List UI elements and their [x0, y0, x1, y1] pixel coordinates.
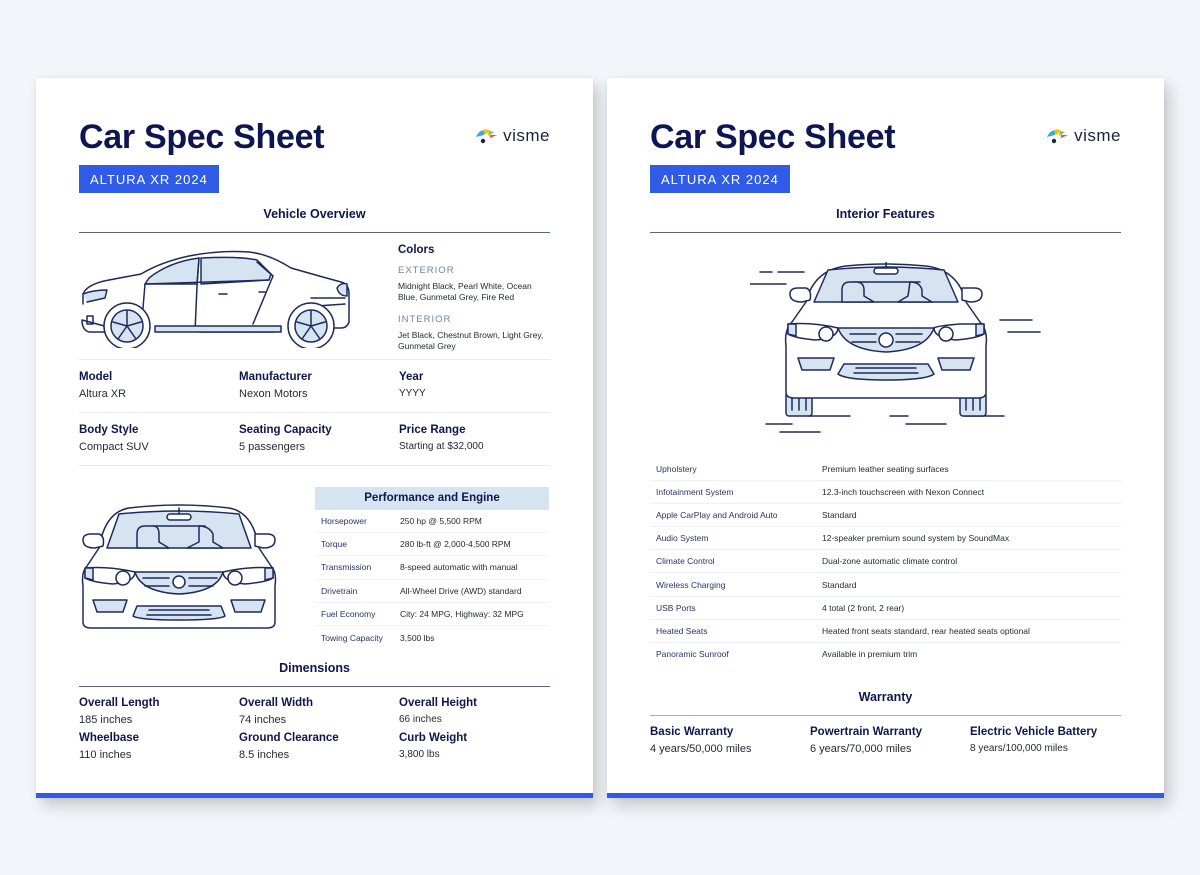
divider: [650, 715, 1121, 716]
dimensions-row-2: Wheelbase 110 inches Ground Clearance 8.…: [79, 732, 550, 761]
car-front-illustration: [79, 502, 279, 634]
interior-features-table: Upholstery Premium leather seating surfa…: [650, 458, 1121, 666]
interior-label: INTERIOR: [398, 314, 452, 325]
table-row: Horsepower 250 hp @ 5,500 RPM: [315, 510, 549, 534]
car-front-motion-illustration: [750, 262, 1050, 434]
exterior-colors: Midnight Black, Pearl White, Ocean Blue,…: [398, 281, 532, 302]
model-badge: ALTURA XR 2024: [79, 165, 219, 193]
logo-text: visme: [1074, 126, 1121, 145]
field-body-style: Body Style Compact SUV: [79, 424, 149, 453]
colors-heading: Colors: [398, 244, 435, 256]
table-row: Infotainment System 12.3-inch touchscree…: [650, 481, 1121, 505]
field-overall-height: Overall Height 66 inches: [399, 697, 477, 725]
table-row: Wireless Charging Standard: [650, 573, 1121, 597]
field-year: Year YYYY: [399, 371, 426, 399]
page-title: Car Spec Sheet: [79, 118, 325, 156]
spec-sheet-page-2: Car Spec Sheet visme ALTURA XR 2024 Inte…: [607, 78, 1164, 798]
table-row: Drivetrain All-Wheel Drive (AWD) standar…: [315, 580, 549, 603]
section-title-interior-features: Interior Features: [836, 207, 935, 221]
field-model: Model Altura XR: [79, 371, 127, 400]
car-side-illustration: [79, 244, 351, 348]
divider: [79, 412, 550, 413]
table-row: Towing Capacity 3,500 lbs: [321, 632, 435, 643]
table-row: Climate Control Dual-zone automatic clim…: [650, 550, 1121, 574]
performance-table: Performance and Engine Horsepower 250 hp…: [315, 487, 549, 649]
overview-row-2: Body Style Compact SUV Seating Capacity …: [79, 424, 550, 453]
exterior-label: EXTERIOR: [398, 265, 455, 276]
visme-logo-icon: [476, 129, 498, 144]
warranty-row: Basic Warranty 4 years/50,000 miles Powe…: [650, 726, 1121, 755]
visme-logo-icon: [1047, 129, 1069, 144]
field-overall-width: Overall Width 74 inches: [239, 697, 314, 726]
field-wheelbase: Wheelbase 110 inches: [79, 732, 140, 761]
field-powertrain-warranty: Powertrain Warranty 6 years/70,000 miles: [810, 726, 923, 755]
field-manufacturer: Manufacturer Nexon Motors: [239, 371, 312, 400]
model-badge: ALTURA XR 2024: [650, 165, 790, 193]
field-seating-capacity: Seating Capacity 5 passengers: [239, 424, 332, 453]
table-row: USB Ports 4 total (2 front, 2 rear): [650, 597, 1121, 620]
dimensions-row-1: Overall Length 185 inches Overall Width …: [79, 697, 550, 726]
spec-sheet-page-1: Car Spec Sheet visme ALTURA XR 2024 Vehi…: [36, 78, 593, 798]
divider: [79, 359, 550, 360]
field-ground-clearance: Ground Clearance 8.5 inches: [239, 732, 339, 761]
field-overall-length: Overall Length 185 inches: [79, 697, 160, 726]
section-title-vehicle-overview: Vehicle Overview: [263, 207, 366, 221]
table-row: Panoramic Sunroof Available in premium t…: [656, 649, 918, 660]
logo-text: visme: [503, 126, 550, 145]
field-price-range: Price Range Starting at $32,000: [399, 424, 484, 452]
section-title-warranty: Warranty: [858, 690, 913, 704]
field-curb-weight: Curb Weight 3,800 lbs: [399, 732, 468, 760]
table-row: Heated Seats Heated front seats standard…: [650, 620, 1121, 643]
divider: [650, 232, 1121, 233]
visme-logo: visme: [475, 126, 550, 146]
performance-title: Performance and Engine: [315, 487, 549, 510]
interior-colors: Jet Black, Chestnut Brown, Light Grey, G…: [398, 330, 544, 351]
section-title-dimensions: Dimensions: [279, 661, 350, 675]
colors-block: Colors EXTERIOR Midnight Black, Pearl Wh…: [398, 244, 550, 352]
overview-row-1: Model Altura XR Manufacturer Nexon Motor…: [79, 371, 550, 400]
visme-logo: visme: [1046, 126, 1121, 146]
table-row: Audio System 12-speaker premium sound sy…: [650, 527, 1121, 551]
table-row: Torque 280 lb-ft @ 2,000-4,500 RPM: [315, 533, 549, 557]
table-row: Apple CarPlay and Android Auto Standard: [650, 504, 1121, 528]
table-row: Fuel Economy City: 24 MPG, Highway: 32 M…: [315, 603, 549, 626]
divider: [79, 465, 550, 466]
divider: [79, 686, 550, 687]
divider: [79, 232, 550, 233]
field-basic-warranty: Basic Warranty 4 years/50,000 miles: [650, 726, 752, 755]
table-row: Upholstery Premium leather seating surfa…: [650, 458, 1121, 482]
field-ev-battery-warranty: Electric Vehicle Battery 8 years/100,000…: [970, 726, 1098, 754]
table-row: Transmission 8-speed automatic with manu…: [315, 556, 549, 580]
page-title: Car Spec Sheet: [650, 118, 896, 156]
